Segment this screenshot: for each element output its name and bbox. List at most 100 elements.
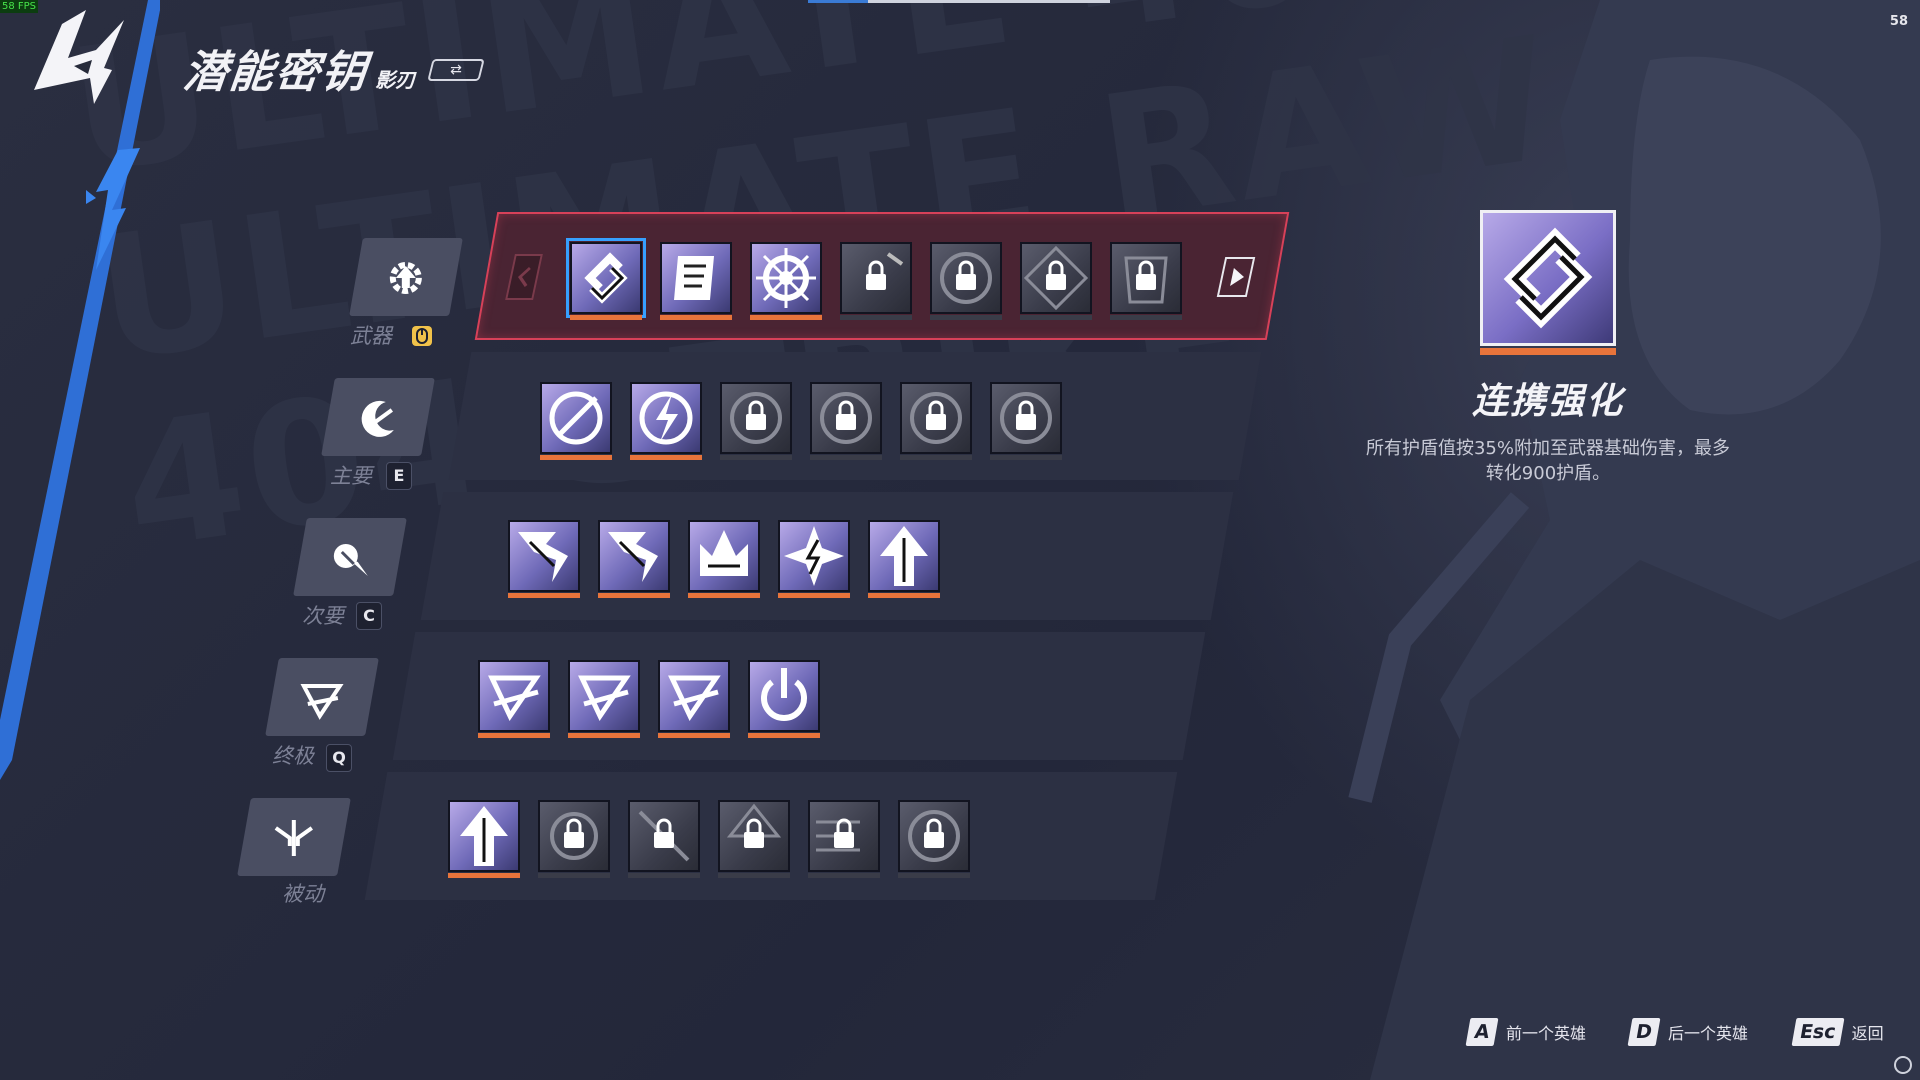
play-right-icon bbox=[1216, 257, 1256, 297]
lock-icon bbox=[866, 252, 904, 290]
weapon-tile-star-crest[interactable] bbox=[1020, 242, 1092, 320]
lock-icon bbox=[910, 392, 962, 444]
trident-icon bbox=[274, 820, 313, 856]
passive-tile[interactable] bbox=[898, 800, 970, 878]
primary-tile[interactable] bbox=[990, 382, 1062, 460]
passive-tile[interactable] bbox=[448, 800, 520, 878]
passive-tile[interactable] bbox=[538, 800, 610, 878]
passive-tile[interactable] bbox=[718, 800, 790, 878]
category-weapon-label: 武器 bbox=[350, 324, 392, 348]
category-weapon-card[interactable] bbox=[349, 238, 463, 316]
ultimate-tile[interactable] bbox=[568, 660, 640, 738]
description-line: 所有护盾值按35%附加至武器基础伤害，最多 bbox=[1365, 438, 1730, 459]
passive-tile[interactable] bbox=[808, 800, 880, 878]
swap-hero-button[interactable]: ⇄ bbox=[427, 59, 485, 81]
back-hint[interactable]: Esc 返回 bbox=[1791, 1016, 1884, 1048]
page-header: 潜能密钥 影刃 ⇄ bbox=[181, 36, 485, 98]
ultimate-tile[interactable] bbox=[748, 660, 820, 738]
scroll-icon bbox=[674, 256, 714, 300]
key-d-icon: D bbox=[1627, 1018, 1661, 1046]
weapon-tile-wheel[interactable] bbox=[750, 242, 822, 320]
category-ultimate-card[interactable] bbox=[265, 658, 379, 736]
slash-card-icon bbox=[668, 675, 721, 722]
weapon-tile-bolt-shield[interactable] bbox=[1110, 242, 1182, 320]
page-title: 潜能密钥 bbox=[180, 47, 371, 98]
category-primary-label: 主要 bbox=[330, 464, 372, 488]
lock-icon bbox=[550, 812, 598, 860]
lock-icon bbox=[730, 392, 782, 444]
lock-icon bbox=[940, 252, 992, 304]
ultimate-tile[interactable] bbox=[478, 660, 550, 738]
mouse-icon bbox=[416, 328, 428, 344]
lock-icon bbox=[1124, 256, 1168, 304]
lock-icon bbox=[726, 803, 782, 848]
secondary-tile[interactable] bbox=[868, 520, 940, 598]
ultimate-tile[interactable] bbox=[658, 660, 730, 738]
selected-key-icon bbox=[1480, 210, 1616, 355]
slash-card-icon bbox=[488, 675, 541, 722]
fps-counter: 58 FPS bbox=[0, 0, 39, 13]
key-esc-icon: Esc bbox=[1791, 1018, 1845, 1046]
lightning-orb-icon bbox=[639, 391, 693, 445]
secondary-tile[interactable] bbox=[688, 520, 760, 598]
lock-icon bbox=[908, 810, 960, 862]
lock-icon bbox=[638, 810, 690, 862]
lock-icon bbox=[820, 392, 872, 444]
primary-tile[interactable] bbox=[540, 382, 612, 460]
slash-card-icon bbox=[578, 675, 631, 722]
back-label: 返回 bbox=[1851, 1024, 1884, 1043]
category-ultimate-label: 终极 bbox=[272, 744, 314, 768]
hero-silhouette bbox=[1348, 0, 1920, 1080]
primary-tile[interactable] bbox=[900, 382, 972, 460]
claw-icon bbox=[333, 544, 368, 576]
passive-tile[interactable] bbox=[628, 800, 700, 878]
lock-icon bbox=[816, 818, 860, 852]
lightning-burst-icon bbox=[784, 526, 844, 586]
category-secondary-card[interactable] bbox=[293, 518, 407, 596]
settings-corner-icon[interactable] bbox=[1894, 1056, 1912, 1074]
selected-key-description: 所有护盾值按35%附加至武器基础伤害，最多 转化900护盾。 bbox=[1340, 436, 1756, 486]
chain-link-icon bbox=[1503, 227, 1593, 329]
sword-orb-icon bbox=[549, 391, 603, 445]
description-line: 转化900护盾。 bbox=[1485, 463, 1611, 484]
lock-icon bbox=[1023, 245, 1089, 311]
category-passive-card[interactable] bbox=[237, 798, 351, 876]
secondary-tile[interactable] bbox=[598, 520, 670, 598]
claw-strike-icon bbox=[518, 532, 568, 582]
secondary-tile[interactable] bbox=[778, 520, 850, 598]
secondary-key-badge: C bbox=[356, 602, 382, 630]
power-icon bbox=[761, 668, 807, 721]
top-progress-bar bbox=[808, 0, 1110, 3]
swap-arrows-icon: ⇄ bbox=[450, 62, 463, 78]
next-hero-hint[interactable]: D 后一个英雄 bbox=[1627, 1016, 1749, 1048]
weapon-next-button[interactable] bbox=[1215, 254, 1256, 300]
chain-link-icon bbox=[584, 252, 628, 304]
category-secondary-label: 次要 bbox=[302, 604, 344, 628]
weapon-key-badge bbox=[412, 326, 432, 346]
weapon-tile-vortex[interactable] bbox=[930, 242, 1002, 320]
next-hero-label: 后一个英雄 bbox=[1668, 1024, 1749, 1043]
primary-tile[interactable] bbox=[630, 382, 702, 460]
primary-tile[interactable] bbox=[810, 382, 882, 460]
weapon-tile-chain-link[interactable] bbox=[566, 238, 646, 320]
left-accent-stripe bbox=[0, 0, 160, 780]
prev-hero-label: 前一个英雄 bbox=[1506, 1024, 1587, 1043]
top-progress-accent bbox=[808, 0, 868, 3]
game-logo-icon bbox=[34, 10, 124, 104]
primary-tile[interactable] bbox=[720, 382, 792, 460]
crown-icon bbox=[700, 530, 748, 576]
weapon-tile-scroll[interactable] bbox=[660, 242, 732, 320]
weapon-tile-burst[interactable] bbox=[840, 242, 912, 320]
arrow-up-icon bbox=[880, 526, 928, 586]
key-a-icon: A bbox=[1465, 1018, 1499, 1046]
lock-icon bbox=[1000, 392, 1052, 444]
hero-name: 影刃 bbox=[375, 68, 416, 92]
ultimate-key-badge: Q bbox=[326, 744, 352, 772]
secondary-tile[interactable] bbox=[508, 520, 580, 598]
weapon-prev-button[interactable] bbox=[505, 254, 543, 300]
category-primary-card[interactable] bbox=[321, 378, 435, 456]
wing-slash-icon bbox=[300, 684, 344, 720]
selected-key-title: 连携强化 bbox=[1471, 381, 1624, 422]
hud-counter: 58 bbox=[1889, 14, 1908, 29]
prev-hero-hint[interactable]: A 前一个英雄 bbox=[1465, 1016, 1587, 1048]
